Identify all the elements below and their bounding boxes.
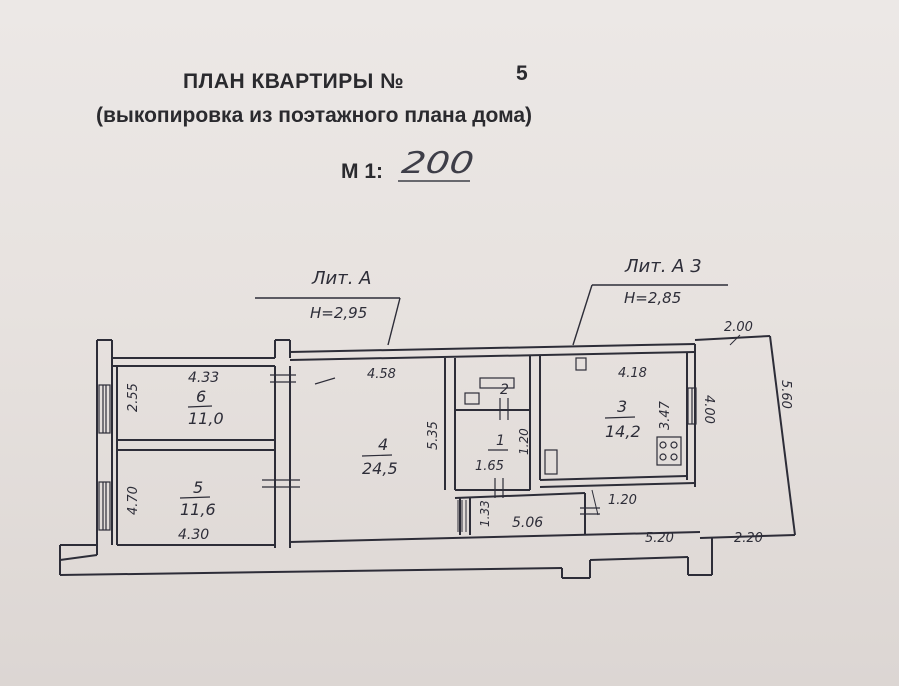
stove-icon	[656, 436, 682, 466]
dim-560: 5.60	[778, 380, 793, 409]
fixtures	[464, 357, 682, 475]
dim-120-horizontal: 1.20	[608, 493, 637, 508]
dim-458: 4.58	[367, 367, 396, 382]
lit-a-label: Лит. А	[311, 268, 371, 289]
washbasin	[464, 392, 480, 405]
windows-left	[98, 384, 111, 531]
dim-133: 1.33	[478, 500, 492, 527]
door-marks	[262, 374, 600, 515]
dim-347: 3.47	[658, 400, 673, 430]
room-6-area: 11,0	[188, 409, 224, 428]
dim-255: 2.55	[126, 383, 141, 412]
dimension-labels: 4.33 2.55 4.70 4.30 4.58 5.35 1.20 1.65 …	[126, 320, 793, 546]
room-5-number: 5	[193, 478, 203, 497]
apartment-number: 5	[516, 62, 528, 85]
room-6-number: 6	[196, 387, 206, 406]
walls	[59, 335, 796, 579]
room-4-number: 4	[378, 435, 388, 454]
document-subtitle: (выкопировка из поэтажного плана дома)	[96, 104, 533, 127]
lit-a3-callout	[572, 284, 728, 346]
dimension-ticks	[591, 334, 741, 516]
room-5-area: 11,6	[180, 500, 216, 519]
dim-430: 4.30	[178, 527, 209, 543]
lit-a-callout	[255, 297, 401, 346]
dim-470: 4.70	[126, 486, 141, 515]
dim-200: 2.00	[724, 320, 753, 335]
dim-400: 4.00	[701, 395, 716, 424]
dim-520: 5.20	[645, 531, 674, 546]
scale-label: М 1:	[341, 160, 383, 183]
room-1-number: 1	[496, 433, 505, 449]
dim-120-vertical: 1.20	[517, 428, 531, 455]
vent-box	[575, 357, 587, 371]
dim-535: 5.35	[426, 421, 441, 450]
lit-a3-height: Н=2,85	[624, 289, 681, 307]
room-3-area: 14,2	[605, 422, 641, 441]
document-title: ПЛАН КВАРТИРЫ №	[183, 70, 405, 93]
bath-fixture	[479, 377, 515, 389]
sink-fixture	[544, 449, 558, 475]
stairs	[457, 500, 467, 532]
room-3-number: 3	[617, 397, 627, 416]
room-4-area: 24,5	[362, 459, 398, 478]
dim-433: 4.33	[188, 370, 219, 386]
dim-506: 5.06	[512, 515, 543, 531]
dim-165: 1.65	[475, 459, 504, 474]
room-2-number: 2	[500, 382, 509, 398]
window-right	[687, 387, 697, 425]
lit-a3-label: Лит. А 3	[624, 256, 702, 277]
room-labels: 6 11,0 5 11,6 4 24,5 2 1 3 14,2	[179, 382, 641, 519]
dim-418: 4.18	[618, 366, 647, 381]
lit-a-height: Н=2,95	[310, 304, 367, 322]
dim-220: 2.20	[734, 531, 763, 546]
